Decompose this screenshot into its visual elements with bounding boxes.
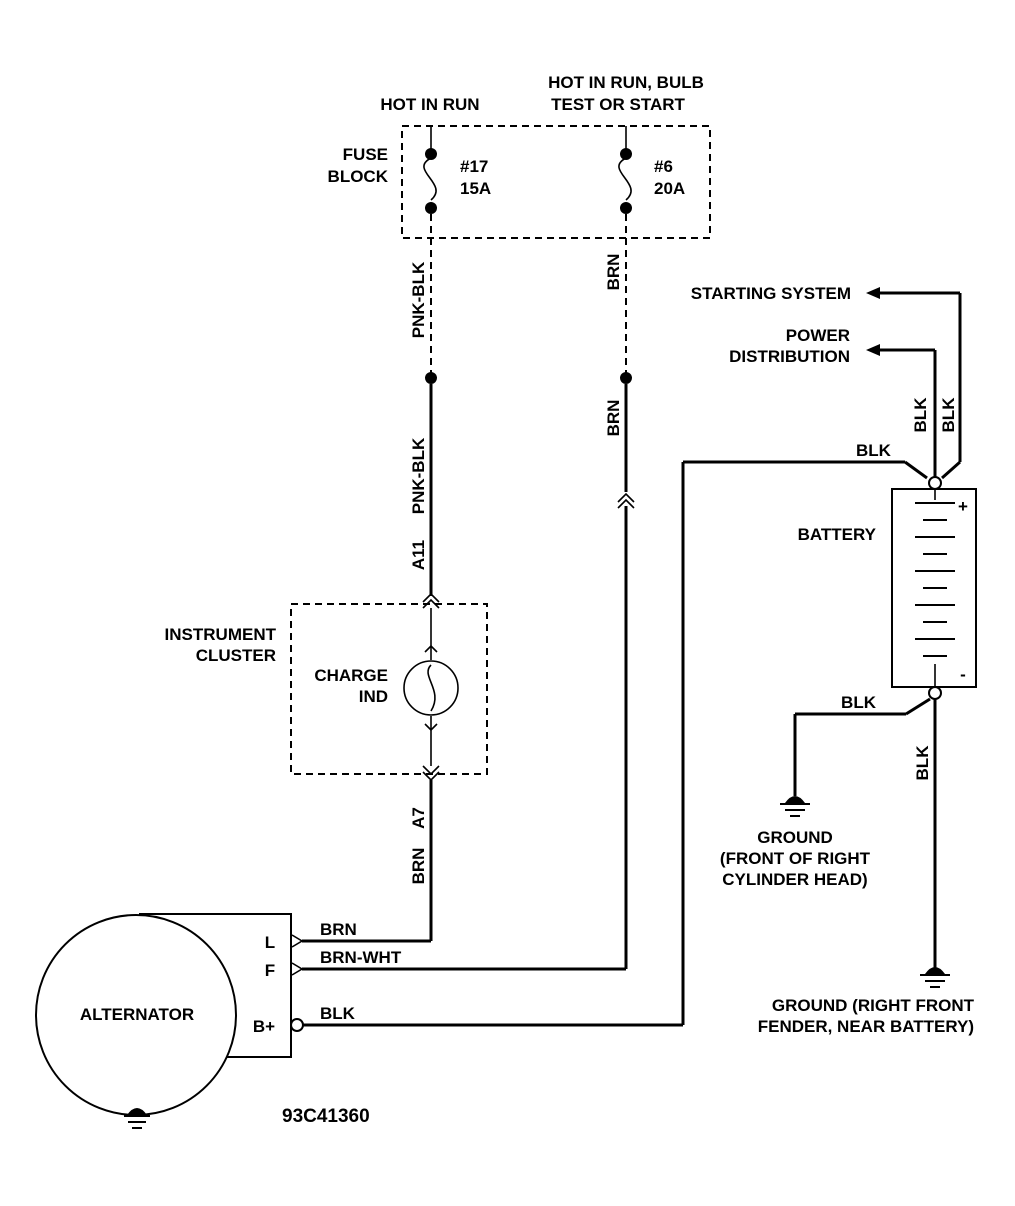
fuse-block: FUSE BLOCK #17 15A HOT IN RUN #6 20A HOT…: [328, 73, 711, 239]
fender-ground-label-1: GROUND (RIGHT FRONT: [772, 996, 975, 1015]
fuse-block-outline: [401, 125, 711, 239]
brn-splice: [620, 372, 632, 384]
alternator-label: ALTERNATOR: [80, 1005, 194, 1024]
blk-bplus-label: BLK: [320, 1004, 356, 1023]
fuse-6-element: [618, 157, 632, 201]
fuse-6-rating: 20A: [654, 179, 685, 198]
fender-ground-label-2: FENDER, NEAR BATTERY): [758, 1017, 974, 1036]
starting-system-arrow: [866, 287, 880, 299]
battery-positive-sign: +: [958, 497, 968, 516]
battery-positive-terminal: [928, 476, 942, 490]
engine-ground-label-3: CYLINDER HEAD): [722, 870, 867, 889]
charge-indicator-bulb: [403, 660, 459, 716]
brn-l-circuit: A7 BRN BRN: [302, 780, 433, 943]
pnk-blk-lower-label: PNK-BLK: [409, 437, 428, 514]
battery-negative-terminal: [928, 686, 942, 700]
alternator-ground-icon: [127, 1108, 147, 1115]
brn-wht-label: BRN-WHT: [320, 948, 402, 967]
instrument-cluster-outline: [290, 603, 488, 775]
terminal-f-label: F: [265, 961, 275, 980]
fuse-6-terminal-bottom: [620, 202, 632, 214]
fuse-17-element: [423, 157, 437, 201]
bulb-filament: [427, 664, 436, 712]
blk-neg-engine-label: BLK: [841, 693, 877, 712]
terminal-bplus-connector: [290, 1018, 304, 1032]
fuse-17-hot-label: HOT IN RUN: [380, 95, 479, 114]
negative-ground-wires: BLK BLK: [793, 693, 937, 968]
blk-starting-label: BLK: [939, 397, 958, 433]
fuse-6-hot-label-2: TEST OR START: [551, 95, 685, 114]
instrument-cluster-label-2: CLUSTER: [196, 646, 276, 665]
blk-bplus-circuit: BLK BLK: [302, 441, 928, 1027]
brn-upper-label: BRN: [604, 254, 623, 291]
fuse-17-terminal-top: [425, 148, 437, 160]
brn-l-label: BRN: [320, 920, 357, 939]
instrument-cluster-label-1: INSTRUMENT: [165, 625, 277, 644]
engine-ground-label-1: GROUND: [757, 828, 833, 847]
connector-a11: [422, 592, 440, 609]
fuse-block-label-1: FUSE: [343, 145, 388, 164]
fuse-6: #6 20A HOT IN RUN, BULB TEST OR START: [548, 73, 704, 214]
brn-a7-label: BRN: [409, 848, 428, 885]
brn-f-circuit: BRN BRN BRN-WHT: [302, 214, 635, 971]
starting-system-label: STARTING SYSTEM: [691, 284, 851, 303]
connector-a11-label: A11: [409, 540, 428, 570]
charge-ind-label-2: IND: [359, 687, 388, 706]
charge-ind-label-1: CHARGE: [314, 666, 388, 685]
fender-ground-symbol: GROUND (RIGHT FRONT FENDER, NEAR BATTERY…: [758, 967, 975, 1036]
fuse-17-number: #17: [460, 157, 488, 176]
terminal-f-connector: [291, 962, 304, 976]
fuse-6-number: #6: [654, 157, 673, 176]
battery-negative-sign: -: [960, 665, 966, 684]
figure-id: 93C41360: [282, 1106, 370, 1127]
connector-a7: [422, 765, 440, 782]
blk-battery-top-label: BLK: [856, 441, 892, 460]
fuse-17: #17 15A HOT IN RUN: [380, 95, 491, 214]
terminal-l-label: L: [265, 933, 275, 952]
power-distribution-arrow: [866, 344, 880, 356]
blk-power-label: BLK: [911, 397, 930, 433]
pnk-blk-circuit: PNK-BLK PNK-BLK A11: [409, 214, 440, 609]
battery: + - BATTERY: [798, 476, 977, 700]
fuse-block-label-2: BLOCK: [328, 167, 389, 186]
engine-ground-label-2: (FRONT OF RIGHT: [720, 849, 871, 868]
connector-a7-label: A7: [409, 807, 428, 829]
battery-label: BATTERY: [798, 525, 877, 544]
instrument-cluster: INSTRUMENT CLUSTER CHARGE IND: [165, 603, 488, 782]
fuse-6-hot-label-1: HOT IN RUN, BULB: [548, 73, 704, 92]
power-label-1: POWER: [786, 326, 850, 345]
pnk-blk-upper-label: PNK-BLK: [409, 261, 428, 338]
power-label-2: DISTRIBUTION: [729, 347, 850, 366]
brn-lower-label: BRN: [604, 400, 623, 437]
blk-neg-fender-label: BLK: [913, 745, 932, 781]
pnk-blk-splice: [425, 372, 437, 384]
battery-output-wires: STARTING SYSTEM BLK POWER DISTRIBUTION B…: [691, 284, 962, 480]
fuse-6-terminal-top: [620, 148, 632, 160]
fuse-17-terminal-bottom: [425, 202, 437, 214]
brn-inline-connector: [617, 492, 635, 509]
engine-ground-symbol: GROUND (FRONT OF RIGHT CYLINDER HEAD): [720, 796, 871, 889]
fuse-17-rating: 15A: [460, 179, 491, 198]
terminal-l-connector: [291, 934, 304, 948]
alternator: ALTERNATOR L F B+: [35, 913, 304, 1129]
terminal-bplus-label: B+: [253, 1017, 275, 1036]
